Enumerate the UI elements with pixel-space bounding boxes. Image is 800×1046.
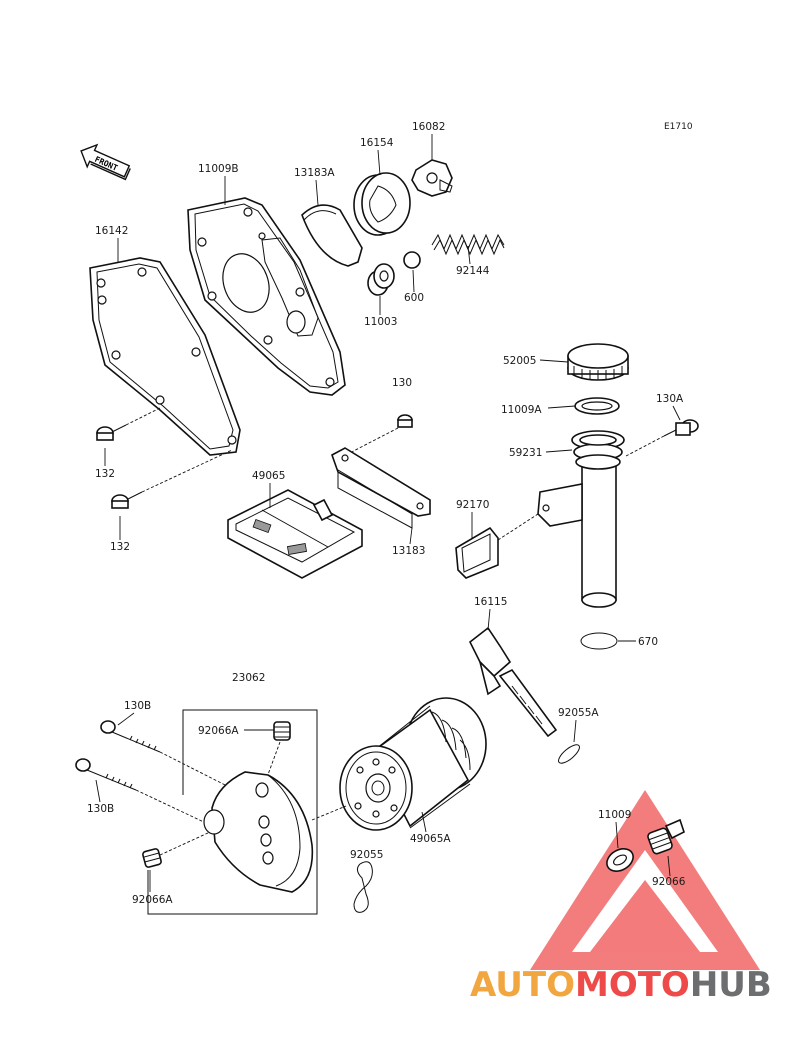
callout-13183: 13183 [392,545,425,557]
callout-132-lower: 132 [110,541,130,553]
callout-52005: 52005 [503,355,536,367]
callout-11009B: 11009B [198,163,239,175]
assembly-frame-23062 [147,709,318,915]
watermark-logo [530,790,760,970]
front-arrow-icon: FRONT [80,143,131,181]
watermark-part-moto: MOTO [575,965,690,1005]
callout-11003: 11003 [364,316,397,328]
watermark-text: AUTOMOTOHUB [470,965,772,1005]
spring-92144 [431,233,505,256]
svg-text:AUTOMOTOHUB: AUTOMOTOHUB [470,965,772,1005]
callout-13183A: 13183A [294,167,335,179]
tube-59231 [537,430,625,608]
plug-92066A-lower [142,848,162,868]
bolt-132-lower [111,491,143,509]
rotor-16154 [353,172,411,236]
callout-130: 130 [392,377,412,389]
bolt-130 [397,414,413,428]
plug-92066A-upper [273,721,291,741]
callout-11009A: 11009A [501,404,542,416]
oring-670 [580,632,618,650]
callout-59231: 59231 [509,447,542,459]
oring-92055 [353,861,373,913]
callout-49065A: 49065A [410,833,451,845]
callout-11009: 11009 [598,809,631,821]
gasket-16142 [89,257,241,456]
watermark-part-auto: AUTO [470,965,575,1005]
strainer-49065 [227,489,363,579]
ring-11009A [574,397,620,415]
bolt-130B-lower [75,758,137,791]
callout-16154: 16154 [360,137,394,149]
bracket-13183 [331,447,431,529]
plate-11009B [187,197,346,396]
ball-600 [403,251,421,269]
diagram-reference-code: E1710 [664,122,693,132]
callout-92066A-lower: 92066A [132,894,173,906]
callout-16142: 16142 [95,225,128,237]
callout-92055A: 92055A [558,707,599,719]
callout-130A: 130A [656,393,684,405]
callout-92144: 92144 [456,265,490,277]
washer-11009 [606,848,634,872]
callout-670: 670 [638,636,658,648]
callout-600: 600 [404,292,424,304]
callout-16082: 16082 [412,121,445,133]
watermark-part-hub: HUB [690,965,772,1005]
bolt-132-upper [96,424,127,441]
bolt-130A [663,419,699,437]
callout-23062: 23062 [232,672,265,684]
dipstick-16115 [468,626,558,738]
bushing-11003 [367,263,395,296]
plug-92066 [647,818,685,855]
cover-13183A [301,204,363,267]
callout-92066: 92066 [652,876,686,888]
callout-92170: 92170 [456,499,489,511]
callout-132-upper: 132 [95,468,115,480]
clip-92170 [455,526,499,579]
callout-16115: 16115 [474,596,507,608]
filter-mount [203,771,314,893]
bolt-130B-upper [100,720,161,753]
cap-52005 [567,343,629,381]
callout-49065: 49065 [252,470,285,482]
callout-130B-lower: 130B [87,803,114,815]
oil-filter-49065A [339,697,487,831]
oring-92055A [558,744,580,764]
inner-rotor-16082 [411,159,453,197]
callout-92066A-upper: 92066A [198,725,239,737]
callout-92055: 92055 [350,849,383,861]
callout-130B-upper: 130B [124,700,151,712]
